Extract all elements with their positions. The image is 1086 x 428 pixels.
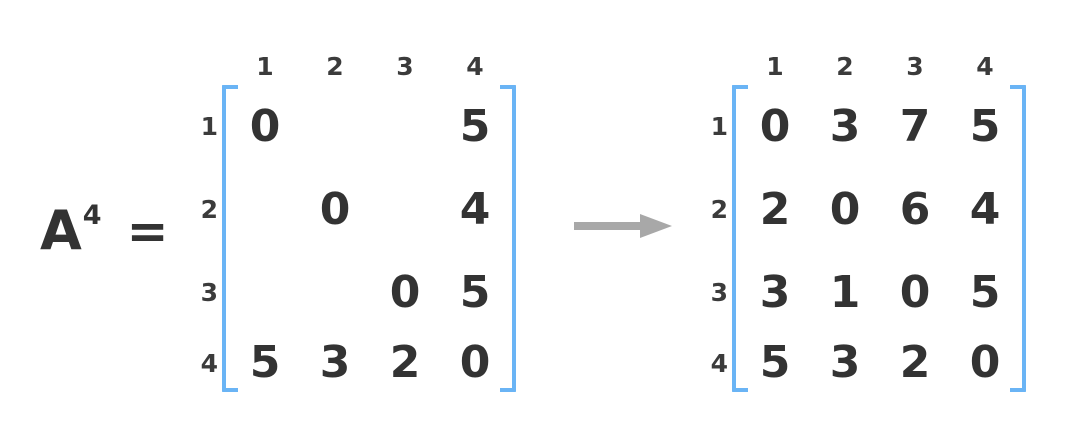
matrix-left-row-header-1: 1 bbox=[200, 112, 218, 141]
matrix-right-cell-2-1: 2 bbox=[759, 183, 791, 235]
matrix-left-cell-4-2: 3 bbox=[319, 337, 351, 388]
matrix-right-cell-2-2: 0 bbox=[829, 183, 861, 235]
matrix-right-row-header-4: 4 bbox=[710, 348, 728, 378]
matrix-name-exponent: 4 bbox=[82, 200, 102, 231]
matrix-name: A4 bbox=[40, 202, 102, 258]
matrix-right: 1 2 3 4 1 0 3 7 5 2 2 0 6 4 3 3 1 0 5 4 … bbox=[700, 40, 1026, 392]
matrix-left-cell-3-2 bbox=[300, 251, 370, 334]
matrix-left-cell-2-3 bbox=[370, 168, 440, 251]
matrix-right-row-header-2: 2 bbox=[710, 195, 728, 224]
matrix-left-row-header-4: 4 bbox=[200, 348, 218, 378]
matrix-right-col-header-3: 3 bbox=[906, 52, 924, 81]
matrix-right-cell-1-1: 0 bbox=[759, 100, 791, 152]
matrix-right-cell-1-3: 7 bbox=[899, 100, 931, 152]
matrix-left-col-header-2: 2 bbox=[326, 52, 344, 81]
matrix-left-cell-4-3: 2 bbox=[389, 337, 421, 388]
matrix-right-cell-4-2: 3 bbox=[829, 337, 861, 388]
matrix-right-row-header-1: 1 bbox=[710, 112, 728, 141]
matrix-left-row-header-2: 2 bbox=[200, 195, 218, 224]
matrix-left-cell-4-1: 5 bbox=[249, 337, 281, 388]
matrix-right-cell-3-2: 1 bbox=[829, 266, 861, 318]
matrix-left-cell-1-1: 0 bbox=[249, 100, 281, 152]
right-arrow-icon bbox=[574, 214, 672, 238]
matrix-left-row-header-3: 3 bbox=[200, 278, 218, 307]
matrix-right-cell-3-1: 3 bbox=[759, 266, 791, 318]
matrix-right-cell-2-4: 4 bbox=[969, 183, 1001, 235]
matrix-right-corner bbox=[700, 40, 740, 85]
matrix-left-cell-3-3: 0 bbox=[389, 266, 421, 318]
matrix-left-cell-1-3 bbox=[370, 85, 440, 168]
matrix-left-cell-2-2: 0 bbox=[319, 183, 351, 235]
matrix-left-grid: 1 2 3 4 1 0 5 2 0 4 3 0 5 4 5 3 2 0 bbox=[190, 40, 516, 392]
matrix-right-col-header-4: 4 bbox=[976, 52, 994, 81]
matrix-right-col-header-1: 1 bbox=[766, 52, 784, 81]
matrix-right-cell-1-4: 5 bbox=[969, 100, 1001, 152]
matrix-right-row-header-3: 3 bbox=[710, 278, 728, 307]
matrix-right-grid: 1 2 3 4 1 0 3 7 5 2 2 0 6 4 3 3 1 0 5 4 … bbox=[700, 40, 1026, 392]
matrix-right-cell-4-3: 2 bbox=[899, 337, 931, 388]
matrix-left-cell-1-4: 5 bbox=[459, 100, 491, 152]
matrix-left: 1 2 3 4 1 0 5 2 0 4 3 0 5 4 5 3 2 0 bbox=[190, 40, 516, 392]
equation-label: A4 = bbox=[40, 196, 200, 266]
matrix-left-corner bbox=[190, 40, 230, 85]
matrix-left-cell-1-2 bbox=[300, 85, 370, 168]
matrix-right-col-header-2: 2 bbox=[836, 52, 854, 81]
matrix-right-cell-2-3: 6 bbox=[899, 183, 931, 235]
matrix-left-cell-2-4: 4 bbox=[459, 183, 491, 235]
matrix-name-base: A bbox=[40, 199, 82, 262]
matrix-left-col-header-3: 3 bbox=[396, 52, 414, 81]
matrix-left-cell-4-4: 0 bbox=[459, 337, 491, 388]
matrix-left-cell-2-1 bbox=[230, 168, 300, 251]
matrix-left-cell-3-4: 5 bbox=[459, 266, 491, 318]
matrix-right-cell-4-4: 0 bbox=[969, 337, 1001, 388]
matrix-left-cell-3-1 bbox=[230, 251, 300, 334]
matrix-right-cell-1-2: 3 bbox=[829, 100, 861, 152]
matrix-left-col-header-4: 4 bbox=[466, 52, 484, 81]
matrix-right-cell-3-3: 0 bbox=[899, 266, 931, 318]
matrix-right-cell-4-1: 5 bbox=[759, 337, 791, 388]
matrix-right-cell-3-4: 5 bbox=[969, 266, 1001, 318]
equals-sign: = bbox=[126, 202, 169, 260]
matrix-left-col-header-1: 1 bbox=[256, 52, 274, 81]
